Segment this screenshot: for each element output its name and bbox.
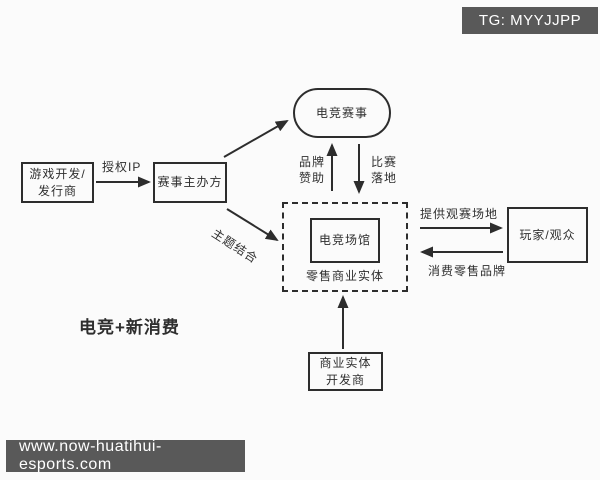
edge-label-brand-sponsorship-line1: 品牌 bbox=[299, 155, 326, 169]
node-game-developer-line1: 游戏开发/ bbox=[29, 166, 86, 181]
arrow-theme-combination bbox=[226, 208, 279, 242]
edge-label-consume-retail-brands: 消费零售品牌 bbox=[428, 264, 507, 278]
telegram-badge: TG: MYYJJPP bbox=[462, 7, 598, 34]
edge-label-brand-sponsorship-line2: 赞助 bbox=[299, 171, 326, 186]
edge-label-match-landing: 比赛 落地 bbox=[371, 154, 397, 186]
node-esports-venue-label: 电竞场馆 bbox=[318, 233, 371, 248]
node-commercial-developer-line1: 商业实体 bbox=[319, 355, 372, 370]
diagram-title: 电竞+新消费 bbox=[79, 318, 180, 337]
edge-label-provide-venue: 提供观赛场地 bbox=[420, 207, 499, 221]
node-esports-venue: 电竞场馆 bbox=[310, 218, 380, 263]
node-event-organizer-label: 赛事主办方 bbox=[157, 175, 223, 190]
node-players-audience-label: 玩家/观众 bbox=[519, 227, 576, 242]
edge-label-brand-sponsorship: 品牌 赞助 bbox=[299, 154, 325, 186]
node-retail-entity-container: 电竞场馆 零售商业实体 bbox=[282, 202, 408, 292]
edge-label-match-landing-line1: 比赛 bbox=[371, 155, 398, 169]
arrow-organizer-to-event bbox=[223, 120, 289, 158]
node-retail-entity-label: 零售商业实体 bbox=[305, 269, 384, 283]
node-game-developer: 游戏开发/ 发行商 bbox=[21, 162, 94, 203]
node-esports-event-label: 电竞赛事 bbox=[315, 105, 368, 120]
node-commercial-developer: 商业实体 开发商 bbox=[308, 352, 383, 391]
edge-label-theme-combination: 主题结合 bbox=[209, 226, 261, 267]
edge-label-match-landing-line2: 落地 bbox=[371, 171, 398, 186]
node-commercial-developer-line2: 开发商 bbox=[325, 372, 365, 387]
node-event-organizer: 赛事主办方 bbox=[153, 162, 227, 203]
node-game-developer-line2: 发行商 bbox=[37, 183, 77, 198]
edge-label-authorize-ip: 授权IP bbox=[102, 160, 142, 174]
node-esports-event: 电竞赛事 bbox=[293, 88, 391, 138]
watermark-bar: www.now-huatihui-esports.com bbox=[6, 438, 245, 473]
node-players-audience: 玩家/观众 bbox=[507, 207, 588, 263]
